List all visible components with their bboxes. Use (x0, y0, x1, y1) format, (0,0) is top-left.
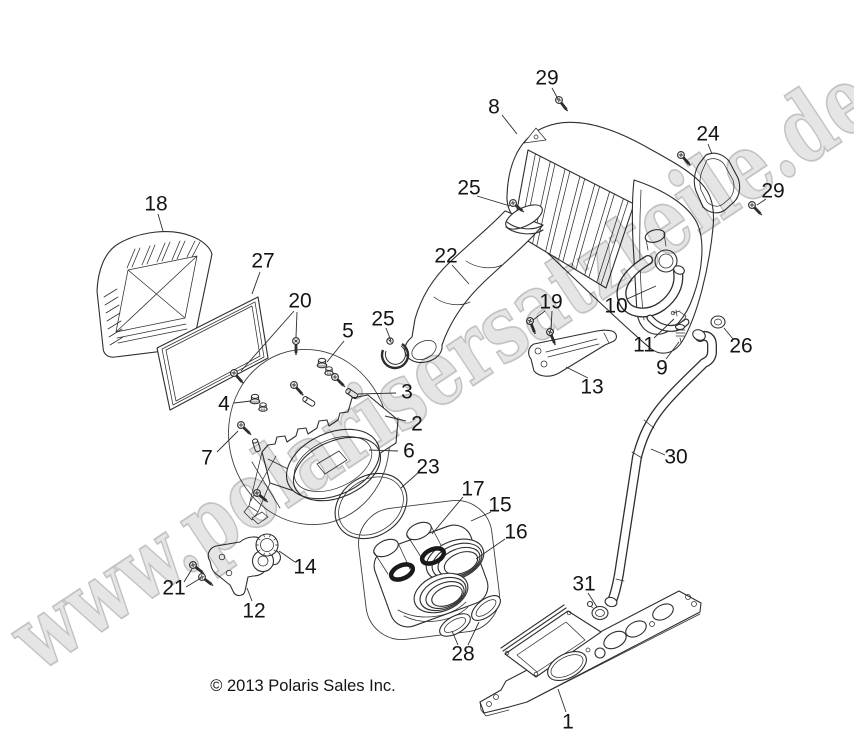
callout-29: 29 (761, 180, 784, 203)
part-airbox-cover-illustration (96, 231, 213, 358)
leader-line-19 (532, 310, 546, 321)
callout-11: 11 (633, 334, 655, 357)
callout-17: 17 (461, 478, 484, 501)
part-airbox-lid-illustration (373, 521, 489, 628)
callout-15: 15 (488, 494, 511, 517)
leader-line-8 (501, 114, 518, 135)
callout-9: 9 (656, 357, 668, 380)
part-illustrations (96, 93, 766, 717)
callout-2: 2 (411, 413, 423, 436)
leader-line-2 (384, 415, 407, 422)
leader-line-21 (183, 568, 193, 583)
callout-3: 3 (401, 381, 413, 404)
leader-line-27 (251, 271, 261, 295)
leader-line-26 (723, 327, 734, 340)
leader-line-29 (756, 198, 767, 206)
callout-26: 26 (729, 335, 752, 358)
leader-line-28 (451, 630, 459, 646)
callout-21: 21 (162, 577, 185, 600)
leader-line-25 (385, 327, 392, 342)
callout-16: 16 (504, 521, 527, 544)
lid-group-bubble (358, 499, 500, 641)
part-air-filter-illustration (156, 296, 269, 411)
callout-5: 5 (342, 320, 354, 343)
leader-line-25 (476, 195, 511, 207)
callout-25: 25 (457, 177, 480, 200)
part-gasket-illustration (693, 152, 741, 214)
part-drain-tube-illustration (586, 329, 717, 621)
leader-line-1 (557, 688, 567, 713)
leader-line-31 (587, 592, 598, 608)
part-plugs-illustration (439, 595, 501, 637)
callout-29: 29 (535, 67, 558, 90)
callout-10: 10 (604, 295, 627, 318)
callout-27: 27 (251, 250, 274, 273)
callout-18: 18 (144, 193, 167, 216)
callout-4: 4 (218, 393, 230, 416)
leader-line-21 (185, 577, 202, 588)
part-muffler-illustration (506, 93, 766, 354)
leader-line-11 (653, 318, 675, 339)
leader-line-28 (467, 621, 480, 646)
callout-22: 22 (434, 245, 457, 268)
callout-30: 30 (664, 446, 687, 469)
leader-line-15 (470, 511, 492, 522)
callout-7: 7 (201, 447, 213, 470)
leader-line-30 (650, 448, 666, 456)
callout-1: 1 (562, 711, 574, 734)
part-skid-plate-illustration (479, 590, 702, 717)
callout-25: 25 (371, 308, 394, 331)
leader-line-12 (246, 587, 253, 602)
callout-6: 6 (403, 440, 415, 463)
leader-line-9 (665, 341, 680, 360)
part-bracket-illustration (186, 533, 281, 596)
callout-14: 14 (293, 556, 317, 579)
part-airbox-base-illustration (227, 336, 399, 525)
callout-13: 13 (580, 376, 603, 399)
leader-line-16 (475, 538, 506, 560)
leader-line-20 (240, 310, 295, 372)
leader-line-3 (357, 392, 397, 395)
copyright-text: © 2013 Polaris Sales Inc. (210, 677, 396, 695)
callout-19: 19 (539, 291, 562, 314)
callout-23: 23 (416, 456, 439, 479)
part-intake-tube-illustration (380, 196, 544, 370)
leader-line-23 (400, 471, 420, 489)
callout-12: 12 (242, 600, 265, 623)
callout-31: 31 (572, 573, 595, 596)
leader-line-18 (157, 213, 164, 232)
leader-line-14 (278, 550, 296, 563)
leader-line-29 (551, 87, 559, 100)
leader-line-7 (216, 430, 239, 453)
part-seal-ring-illustration (334, 472, 408, 540)
part-support-bracket-illustration (524, 315, 617, 377)
callout-8: 8 (488, 96, 500, 119)
leader-line-13 (565, 366, 589, 379)
leader-line-5 (326, 340, 345, 363)
leader-line-6 (368, 449, 399, 452)
callout-layer: 1234567891011121314151617181920212223242… (144, 67, 784, 734)
callout-24: 24 (696, 123, 720, 146)
leader-line-22 (451, 264, 470, 285)
callout-20: 20 (288, 290, 311, 313)
leader-line-17 (431, 496, 464, 535)
callout-28: 28 (451, 643, 474, 666)
leader-line-4 (233, 400, 252, 404)
leader-line-24 (707, 143, 713, 155)
leader-line-19 (550, 310, 553, 331)
part-fittings-illustration (670, 309, 726, 343)
leader-line-10 (626, 285, 657, 300)
leader-line-20 (295, 311, 298, 338)
